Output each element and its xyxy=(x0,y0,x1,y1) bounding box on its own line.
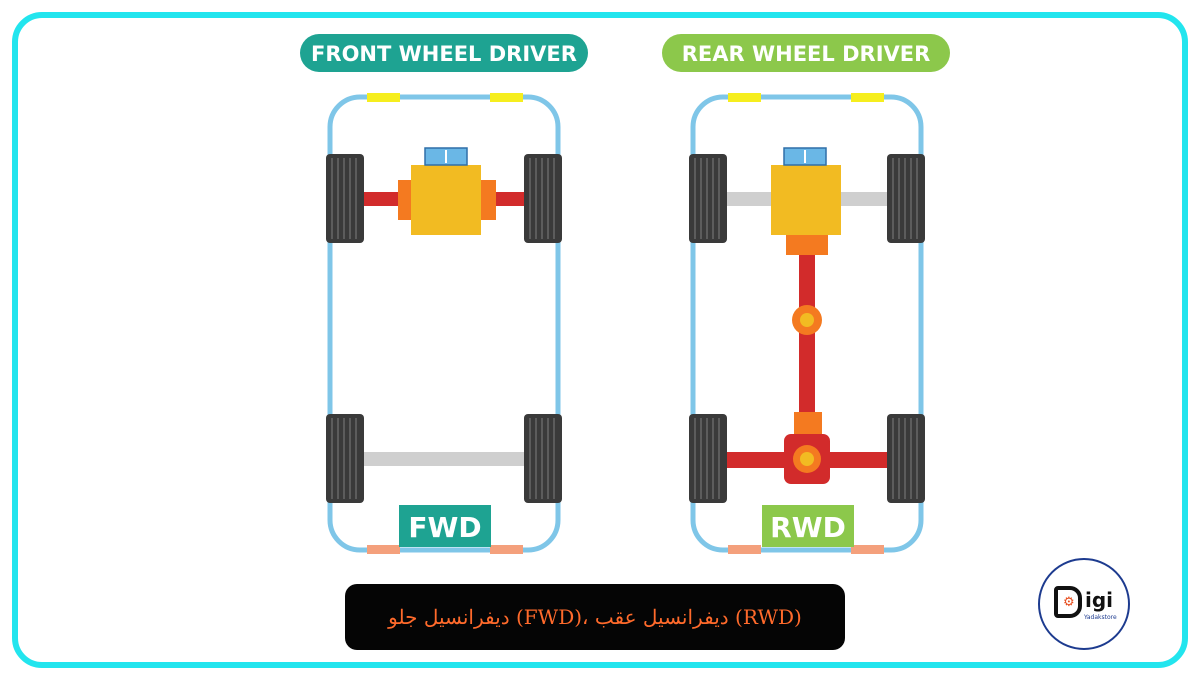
rwd-headlight-left xyxy=(728,93,761,102)
rwd-tire-front-right xyxy=(887,154,925,243)
rwd-tire-front-left xyxy=(689,154,727,243)
logo-subtitle: Yadakstore xyxy=(1084,614,1117,621)
rwd-shaft-coupler xyxy=(794,412,822,436)
rwd-engine xyxy=(771,165,841,235)
rwd-chassis xyxy=(690,94,924,553)
rwd-tire-rear-right xyxy=(887,414,925,503)
fwd-taillight-right xyxy=(490,545,523,554)
fwd-badge-box xyxy=(399,505,491,547)
rwd-tire-rear-left xyxy=(689,414,727,503)
site-logo[interactable]: ⚙ igi Yadakstore xyxy=(1038,558,1130,650)
logo-mark: ⚙ xyxy=(1054,586,1082,618)
logo-wordmark: igi xyxy=(1085,588,1114,612)
rwd-title-pill xyxy=(662,34,950,72)
fwd-headlight-left xyxy=(367,93,400,102)
rwd-shaft-joint-center xyxy=(800,313,814,327)
rwd-panel: REAR WHEEL DRIVER xyxy=(662,34,950,554)
rwd-gearbox xyxy=(786,235,828,255)
gear-icon: ⚙ xyxy=(1063,595,1075,610)
caption-bar: (RWD) دیفرانسیل عقب ،(FWD) دیفرانسیل جلو xyxy=(345,584,845,650)
fwd-badge: FWD xyxy=(408,511,481,544)
rwd-badge-box xyxy=(762,505,854,547)
rwd-headlight-right xyxy=(851,93,884,102)
image-frame xyxy=(12,12,1188,668)
fwd-panel: FRONT WHEEL DRIVER xyxy=(300,34,588,554)
fwd-tire-rear-left xyxy=(326,414,364,503)
rwd-taillight-left xyxy=(728,545,761,554)
fwd-title: FRONT WHEEL DRIVER xyxy=(311,42,577,66)
rwd-badge: RWD xyxy=(770,511,846,544)
fwd-engine xyxy=(411,165,481,235)
rwd-differential-gear-center xyxy=(800,452,814,466)
fwd-joint-right xyxy=(478,180,496,220)
fwd-rear-axle xyxy=(362,452,528,466)
fwd-title-pill xyxy=(300,34,588,72)
fwd-headlight-right xyxy=(490,93,523,102)
fwd-tire-rear-right xyxy=(524,414,562,503)
fwd-tire-front-right xyxy=(524,154,562,243)
fwd-taillight-left xyxy=(367,545,400,554)
rwd-taillight-right xyxy=(851,545,884,554)
caption-text: (RWD) دیفرانسیل عقب ،(FWD) دیفرانسیل جلو xyxy=(388,605,802,629)
rwd-title: REAR WHEEL DRIVER xyxy=(682,42,931,66)
fwd-chassis xyxy=(327,94,561,553)
fwd-tire-front-left xyxy=(326,154,364,243)
